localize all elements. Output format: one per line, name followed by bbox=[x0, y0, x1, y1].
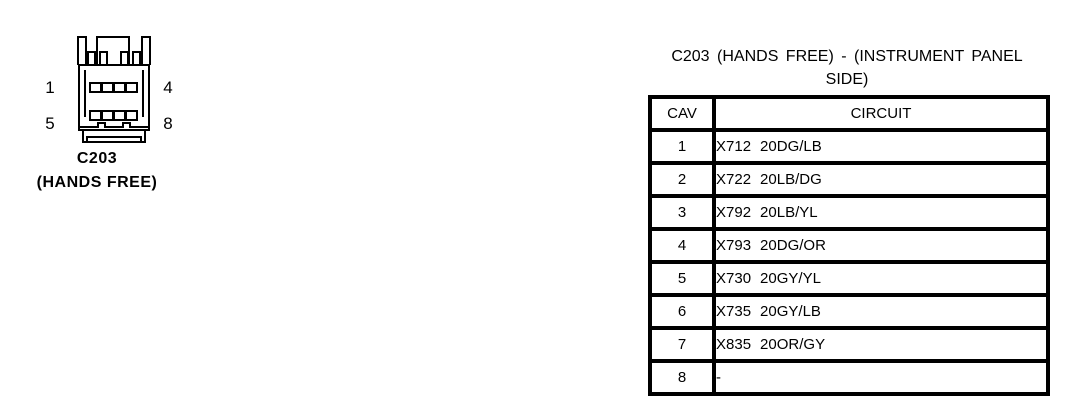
connector-caption-name: (HANDS FREE) bbox=[36, 174, 158, 191]
table-row: 5 X730 20GY/YL bbox=[648, 260, 1050, 297]
table-header-row: CAV CIRCUIT bbox=[648, 95, 1050, 132]
connector-base-shape bbox=[82, 130, 146, 143]
connector-diagram bbox=[77, 36, 151, 143]
circuit-cell: X792 20LB/YL bbox=[712, 194, 1050, 231]
connector-caption: C203 (HANDS FREE) bbox=[17, 147, 177, 195]
circuit-cell: X835 20OR/GY bbox=[712, 326, 1050, 363]
wire-color: 20DG/OR bbox=[760, 237, 826, 254]
wire-code: - bbox=[716, 369, 721, 386]
cav-cell: 8 bbox=[648, 359, 716, 396]
wire-code: X793 bbox=[716, 237, 752, 254]
cav-cell: 3 bbox=[648, 194, 716, 231]
cav-cell: 1 bbox=[648, 128, 716, 165]
circuit-cell: - bbox=[712, 359, 1050, 396]
wire-color: 20GY/YL bbox=[760, 270, 821, 287]
cav-cell: 5 bbox=[648, 260, 716, 297]
cav-cell: 2 bbox=[648, 161, 716, 198]
wire-code: X722 bbox=[716, 171, 752, 188]
table-row: 1 X712 20DG/LB bbox=[648, 128, 1050, 165]
wire-code: X835 bbox=[716, 336, 752, 353]
connector-figure: 1 4 5 8 C203 (HANDS FREE) bbox=[0, 0, 250, 210]
connector-inner-bottom-shape bbox=[79, 122, 149, 128]
pin-label-4: 4 bbox=[163, 78, 173, 97]
wire-color: 20OR/GY bbox=[760, 336, 826, 353]
connector-caption-id: C203 bbox=[76, 150, 118, 167]
table-row: 8 - bbox=[648, 359, 1050, 396]
wire-code: X792 bbox=[716, 204, 752, 221]
wire-code: X730 bbox=[716, 270, 752, 287]
wire-color: 20GY/LB bbox=[760, 303, 821, 320]
pin-label-5: 5 bbox=[45, 114, 55, 133]
pin-slots-row-top bbox=[89, 82, 138, 93]
circuit-cell: X712 20DG/LB bbox=[712, 128, 1050, 165]
wire-color: 20LB/YL bbox=[760, 204, 818, 221]
wire-color: 20DG/LB bbox=[760, 138, 822, 155]
connector-side-rails-shape bbox=[84, 70, 144, 117]
table-title-line1: C203 (HANDS FREE) - (INSTRUMENT PANEL bbox=[671, 48, 1023, 65]
cav-cell: 6 bbox=[648, 293, 716, 330]
connector-top-tabs-shape bbox=[77, 36, 151, 65]
wire-code: X712 bbox=[716, 138, 752, 155]
table-row: 4 X793 20DG/OR bbox=[648, 227, 1050, 264]
cav-cell: 7 bbox=[648, 326, 716, 363]
table-row: 3 X792 20LB/YL bbox=[648, 194, 1050, 231]
col-header-cav: CAV bbox=[648, 95, 716, 132]
cav-cell: 4 bbox=[648, 227, 716, 264]
table-title: C203 (HANDS FREE) - (INSTRUMENT PANEL SI… bbox=[643, 45, 1051, 91]
pin-label-8: 8 bbox=[163, 114, 173, 133]
circuit-cell: X793 20DG/OR bbox=[712, 227, 1050, 264]
connector-body-shape bbox=[78, 64, 150, 131]
table-title-line2: SIDE) bbox=[825, 71, 869, 88]
circuit-cell: X735 20GY/LB bbox=[712, 293, 1050, 330]
pin-slots-row-bottom bbox=[89, 110, 138, 121]
pin-label-1: 1 bbox=[45, 78, 55, 97]
col-header-circuit: CIRCUIT bbox=[712, 95, 1050, 132]
connector-top-notches-shape bbox=[87, 51, 141, 65]
circuit-cell: X722 20LB/DG bbox=[712, 161, 1050, 198]
table-row: 2 X722 20LB/DG bbox=[648, 161, 1050, 198]
table-row: 7 X835 20OR/GY bbox=[648, 326, 1050, 363]
wire-code: X735 bbox=[716, 303, 752, 320]
circuit-cell: X730 20GY/YL bbox=[712, 260, 1050, 297]
table-row: 6 X735 20GY/LB bbox=[648, 293, 1050, 330]
wire-color: 20LB/DG bbox=[760, 171, 822, 188]
